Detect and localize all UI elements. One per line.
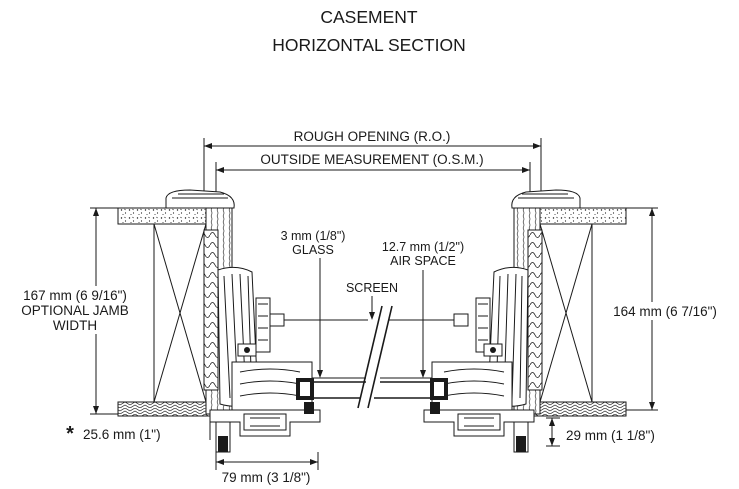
- right-depth-value: 164 mm (6 7/16"): [613, 304, 717, 319]
- screen-callout: SCREEN: [346, 281, 398, 320]
- rough-opening-label: ROUGH OPENING (R.O.): [294, 129, 451, 144]
- glass-label: GLASS: [292, 243, 334, 257]
- bottom-width-value: 79 mm (3 1/8"): [222, 470, 311, 485]
- air-space-label: AIR SPACE: [390, 254, 456, 268]
- jamb-width-label-line3: WIDTH: [53, 318, 97, 333]
- glass-callout: 3 mm (1/8") GLASS: [281, 229, 346, 378]
- rough-opening-dimension: ROUGH OPENING (R.O.): [203, 129, 542, 215]
- glass-panes: [312, 377, 432, 399]
- break-lines: [357, 305, 393, 409]
- right-offset-value: 29 mm (1 1/8"): [566, 428, 655, 443]
- title-line-2: HORIZONTAL SECTION: [272, 35, 465, 55]
- left-frame-sash: [209, 266, 321, 453]
- glass-thickness-label: 3 mm (1/8"): [281, 229, 346, 243]
- jamb-width-dimension: 167 mm (6 9/16") OPTIONAL JAMB WIDTH: [4, 207, 144, 415]
- screen: [269, 313, 469, 327]
- jamb-width-value: 167 mm (6 9/16"): [23, 288, 127, 303]
- bottom-width-dimension: 79 mm (3 1/8"): [215, 452, 319, 485]
- asterisk-marker: *: [66, 423, 74, 445]
- outside-measurement-dimension: OUTSIDE MEASUREMENT (O.S.M.): [215, 152, 531, 200]
- left-offset-dimension: * 25.6 mm (1"): [66, 416, 211, 445]
- air-space-callout: 12.7 mm (1/2") AIR SPACE: [382, 240, 464, 378]
- right-wall: [511, 189, 627, 417]
- right-frame-sash: [423, 266, 535, 453]
- right-offset-dimension: 29 mm (1 1/8"): [546, 417, 655, 447]
- jamb-width-label-line2: OPTIONAL JAMB: [21, 303, 129, 318]
- outside-measurement-label: OUTSIDE MEASUREMENT (O.S.M.): [260, 152, 483, 167]
- right-depth-dimension: 164 mm (6 7/16"): [600, 207, 732, 411]
- air-space-size-label: 12.7 mm (1/2"): [382, 240, 464, 254]
- left-wall: [117, 189, 235, 417]
- title-line-1: CASEMENT: [320, 7, 418, 27]
- screen-label: SCREEN: [346, 281, 398, 295]
- left-offset-value: 25.6 mm (1"): [83, 427, 161, 442]
